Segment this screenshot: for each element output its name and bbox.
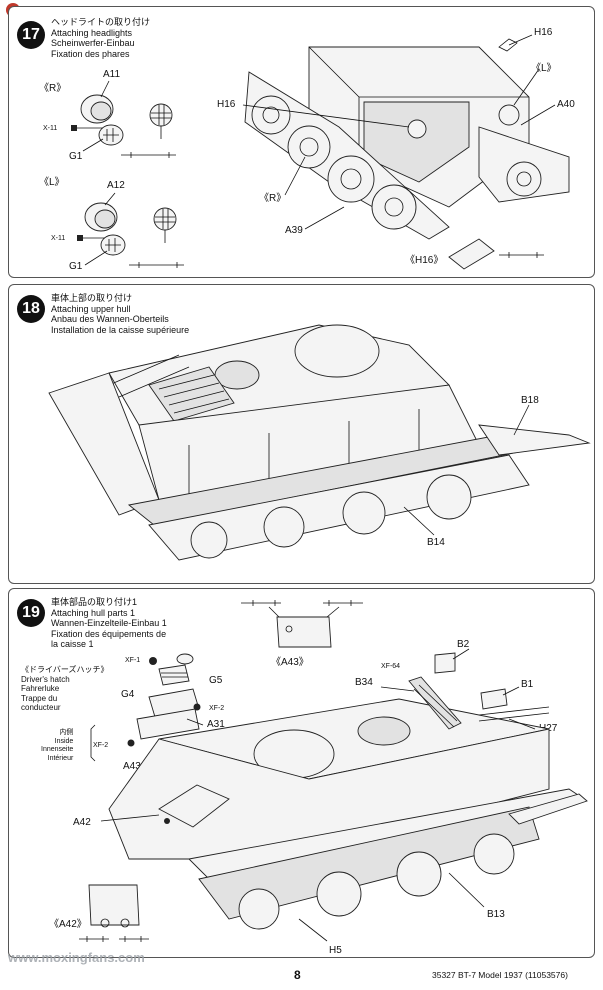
inside-de: Innenseite <box>41 746 74 753</box>
label-a39: A39 <box>285 225 303 236</box>
step-19-number: 19 <box>17 599 45 627</box>
label-a11: A11 <box>103 69 121 80</box>
label-l-side: 《L》 <box>39 177 65 188</box>
upper-hull-drawing <box>48 324 591 561</box>
page-number: 8 <box>294 968 301 982</box>
label-g4: G4 <box>121 689 135 700</box>
step-19-panel: 19 車体部品の取り付け1 Attaching hull parts 1 Wan… <box>8 588 595 958</box>
label-a40: A40 <box>557 99 575 110</box>
label-l-tank: 《L》 <box>531 63 557 74</box>
step-17-title-jp: ヘッドライトの取り付け <box>51 17 151 27</box>
step-19-title-jp: 車体部品の取り付け1 <box>51 597 138 607</box>
drivers-hatch-note: 《ドライバーズハッチ》 Driver's hatch Fahrerluke Tr… <box>21 665 108 713</box>
label-b14: B14 <box>427 537 445 548</box>
inside-fr: Intérieur <box>47 754 74 762</box>
label-b13: B13 <box>487 909 505 920</box>
step-18-title-de: Anbau des Wannen-Oberteils <box>51 314 169 324</box>
drivers-hatch-fr-2: conducteur <box>21 703 61 712</box>
step-19-title-fr-1: Fixation des équipements de <box>51 628 167 639</box>
step-17-number: 17 <box>17 21 45 49</box>
label-a43: A43 <box>123 761 141 772</box>
step-19-title-fr-2: la caisse 1 <box>51 639 94 649</box>
step-18-title-jp: 車体上部の取り付け <box>51 293 133 303</box>
inside-en: Inside <box>54 737 74 745</box>
drivers-hatch-jp: 《ドライバーズハッチ》 <box>21 665 109 674</box>
inside-jp: 内側 <box>59 729 74 736</box>
step-19-title-en: Attaching hull parts 1 <box>51 607 136 618</box>
step-18-title-fr: Installation de la caisse supérieure <box>51 324 190 335</box>
label-a43-detail: 《A43》 <box>271 657 309 668</box>
label-x11-bottom: X-11 <box>51 235 66 242</box>
label-x11-top: X-11 <box>43 125 58 132</box>
label-xf2-b: XF-2 <box>93 742 109 749</box>
step-17-title-de: Scheinwerfer-Einbau <box>51 38 135 48</box>
hull-parts-drawing <box>79 600 588 942</box>
step-17-title-en: Attaching headlights <box>51 27 133 38</box>
step-19-titles: 車体部品の取り付け1 Attaching hull parts 1 Wannen… <box>51 597 167 650</box>
label-h16-top: H16 <box>534 27 553 38</box>
label-b34: B34 <box>355 677 373 688</box>
label-b1: B1 <box>521 679 534 690</box>
label-r-side: 《R》 <box>39 83 67 94</box>
headlight-l-drawing <box>77 192 184 268</box>
label-a42: A42 <box>73 817 91 828</box>
headlight-r-drawing <box>71 80 176 158</box>
product-code: 35327 BT-7 Model 1937 (11053576) <box>432 970 568 980</box>
watermark: www.moxingfans.com <box>8 950 145 965</box>
step-17-title-fr: Fixation des phares <box>51 48 130 59</box>
step-17-panel: 17 ヘッドライトの取り付け Attaching headlights Sche… <box>8 6 595 278</box>
label-xf2-a: XF-2 <box>209 705 225 712</box>
label-a31: A31 <box>207 719 225 730</box>
label-a12: A12 <box>107 180 125 191</box>
label-g1-top: G1 <box>69 151 83 162</box>
label-b18: B18 <box>521 395 539 406</box>
label-h16-detail: 《H16》 <box>405 255 444 266</box>
step-18-number: 18 <box>17 295 45 323</box>
label-g1-bottom: G1 <box>69 261 83 272</box>
drivers-hatch-fr-1: Trappe du <box>21 693 58 703</box>
label-xf64: XF-64 <box>381 663 401 670</box>
label-b2: B2 <box>457 639 470 650</box>
label-h5: H5 <box>329 945 342 956</box>
drivers-hatch-en: Driver's hatch <box>21 674 70 684</box>
label-xf1: XF-1 <box>125 657 141 664</box>
step-18-titles: 車体上部の取り付け Attaching upper hull Anbau des… <box>51 293 189 335</box>
label-a42-detail: 《A42》 <box>49 919 87 930</box>
step-18-title-en: Attaching upper hull <box>51 303 131 314</box>
step-19-title-de: Wannen-Einzelteile-Einbau 1 <box>51 618 167 628</box>
label-r-tank: 《R》 <box>259 193 287 204</box>
inside-note: 内側 Inside Innenseite Intérieur <box>41 729 73 763</box>
step-17-titles: ヘッドライトの取り付け Attaching headlights Scheinw… <box>51 17 150 59</box>
drivers-hatch-de: Fahrerluke <box>21 684 60 693</box>
label-h16-left: H16 <box>217 99 236 110</box>
tank-headlights-drawing <box>242 34 570 270</box>
label-g5: G5 <box>209 675 223 686</box>
step-18-panel: 18 車体上部の取り付け Attaching upper hull Anbau … <box>8 284 595 584</box>
